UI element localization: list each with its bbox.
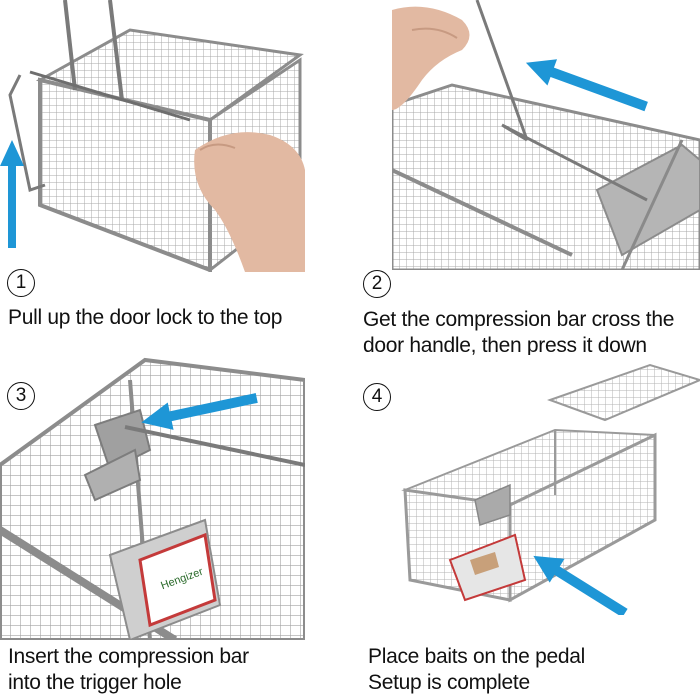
compression-bar-illustration (392, 0, 700, 270)
step-number: 4 (363, 383, 391, 411)
caption-line: Pull up the door lock to the top (8, 306, 283, 329)
step-2-caption: Get the compression bar cross the door h… (363, 307, 674, 359)
step-3-photo: Hengizer (0, 355, 305, 640)
hand (194, 132, 305, 272)
up-arrow-icon (0, 140, 24, 248)
step-number: 2 (363, 270, 391, 298)
left-arrow-icon (533, 555, 628, 615)
step-2: 2 Get the compression bar cross the door… (350, 0, 700, 357)
hand (392, 6, 470, 111)
step-1-photo (0, 0, 305, 272)
step-1-caption: Pull up the door lock to the top (8, 305, 282, 331)
step-3: Hengizer 3 Insert the compression bar in… (0, 350, 350, 700)
caption-line: Setup is complete (368, 671, 530, 694)
left-arrow-icon (141, 393, 258, 430)
step-1: 1 Pull up the door lock to the top (0, 0, 350, 350)
left-arrow-icon (525, 59, 648, 112)
cage-door-lock-illustration (8, 0, 305, 272)
step-number: 1 (7, 269, 35, 297)
caption-line: door handle, then press it down (363, 334, 647, 357)
caption-line: Insert the compression bar (8, 645, 249, 668)
step-2-photo (392, 0, 700, 270)
caption-line: Get the compression bar cross the (363, 308, 675, 331)
trigger-hole-illustration (0, 357, 305, 640)
caption-line: into the trigger hole (8, 671, 182, 694)
step-3-caption: Insert the compression bar into the trig… (8, 644, 249, 696)
step-number: 3 (7, 382, 35, 410)
caption-line: Place baits on the pedal (368, 645, 585, 668)
step-4: 4 Place baits on the pedal Setup is comp… (350, 350, 700, 700)
step-4-photo (395, 355, 700, 615)
step-4-caption: Place baits on the pedal Setup is comple… (368, 644, 585, 696)
